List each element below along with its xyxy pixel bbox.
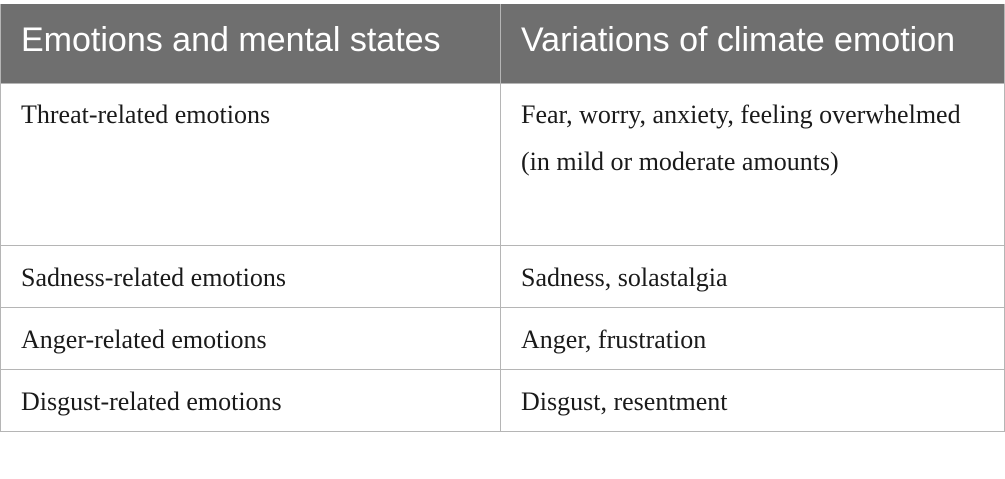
row-variations-cell: Fear, worry, anxiety, feeling overwhelme… [500, 82, 1005, 246]
table-row: Threat-related emotions Fear, worry, anx… [0, 82, 1005, 246]
row-variations-cell: Disgust, resentment [500, 368, 1005, 432]
row-category-cell: Disgust-related emotions [0, 368, 501, 432]
table-row: Disgust-related emotions Disgust, resent… [0, 368, 1005, 432]
climate-emotions-table-container: Emotions and mental states Variations of… [0, 4, 1005, 432]
table-body: Threat-related emotions Fear, worry, anx… [0, 82, 1005, 432]
table-header: Emotions and mental states Variations of… [0, 4, 1005, 83]
climate-emotions-table: Emotions and mental states Variations of… [0, 4, 1005, 432]
row-variations-cell: Sadness, solastalgia [500, 244, 1005, 308]
row-variations-cell: Anger, frustration [500, 306, 1005, 370]
row-category-cell: Anger-related emotions [0, 306, 501, 370]
row-category-cell: Threat-related emotions [0, 82, 501, 246]
header-variations-of-climate-emotion: Variations of climate emotion [500, 4, 1005, 83]
table-row: Anger-related emotions Anger, frustratio… [0, 306, 1005, 370]
row-category-cell: Sadness-related emotions [0, 244, 501, 308]
header-row: Emotions and mental states Variations of… [0, 4, 1005, 83]
header-emotions-and-mental-states: Emotions and mental states [0, 4, 501, 83]
table-row: Sadness-related emotions Sadness, solast… [0, 244, 1005, 308]
